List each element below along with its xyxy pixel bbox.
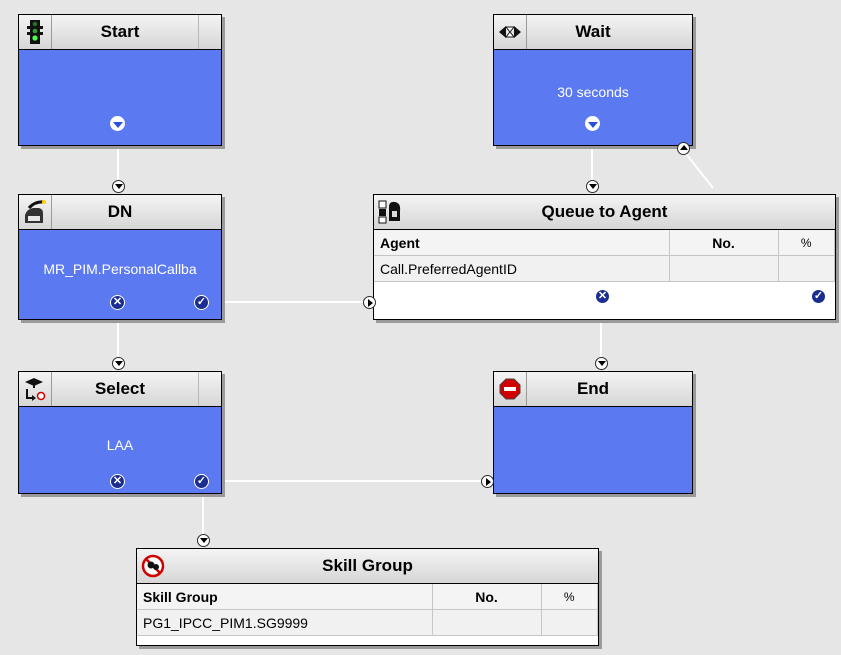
skill-group-cell[interactable]: PG1_IPCC_PIM1.SG9999 (137, 609, 433, 636)
dn-node[interactable]: DN MR_PIM.PersonalCallba ✕ ✓ (18, 194, 222, 320)
select-failure-port[interactable]: ✕ (110, 474, 125, 489)
select-body: LAA (19, 407, 221, 493)
stop-sign-icon (494, 372, 527, 406)
end-input-port[interactable] (595, 357, 608, 370)
telephone-icon (19, 195, 52, 229)
select-title: Select (94, 379, 146, 398)
queue-to-agent-title: Queue to Agent (541, 202, 668, 221)
hourglass-icon (494, 15, 527, 49)
select-node[interactable]: Select LAA ✕ ✓ (18, 371, 222, 494)
dn-success-port[interactable]: ✓ (194, 295, 209, 310)
skill-group-node[interactable]: Skill Group Skill Group No. % PG1_IPCC_P… (136, 548, 599, 646)
queue-input-port[interactable] (586, 180, 599, 193)
no-cell[interactable] (669, 255, 779, 282)
dn-failure-port[interactable]: ✕ (110, 295, 125, 310)
skill-group-title: Skill Group (322, 556, 413, 575)
end-title: End (576, 379, 610, 398)
no-cell[interactable] (432, 609, 542, 636)
column-header-no: No. (669, 230, 779, 256)
skill-group-input-port[interactable] (197, 534, 210, 547)
end-node[interactable]: End (493, 371, 693, 494)
select-value: LAA (106, 437, 134, 453)
start-title: Start (100, 22, 140, 41)
start-node[interactable]: Start (18, 14, 222, 146)
queue-success-port[interactable]: ✓ (811, 289, 826, 304)
table-row[interactable]: PG1_IPCC_PIM1.SG9999 (137, 609, 598, 636)
column-header-percent: % (541, 584, 598, 610)
table-header-row: Agent No. % (374, 230, 835, 256)
select-success-port[interactable]: ✓ (194, 474, 209, 489)
wait-body: 30 seconds (494, 50, 692, 145)
wait-node[interactable]: Wait 30 seconds (493, 14, 693, 146)
table-row[interactable]: Call.PreferredAgentID (374, 255, 835, 282)
start-output-port[interactable] (110, 116, 125, 131)
start-body (19, 50, 221, 145)
skill-group-icon (137, 549, 169, 583)
dn-body: MR_PIM.PersonalCallba (19, 230, 221, 319)
column-header-agent: Agent (374, 230, 670, 256)
column-header-no: No. (432, 584, 542, 610)
percent-cell[interactable] (778, 255, 835, 282)
queue-agent-icon (374, 195, 406, 229)
queue-to-agent-node[interactable]: Queue to Agent Agent No. % Call.Preferre… (373, 194, 836, 320)
dn-value: MR_PIM.PersonalCallba (43, 261, 197, 277)
dn-title: DN (107, 202, 133, 221)
end-body (494, 407, 692, 493)
column-header-percent: % (778, 230, 835, 256)
select-input-port[interactable] (112, 357, 125, 370)
wait-input-port[interactable] (677, 142, 690, 155)
agent-cell[interactable]: Call.PreferredAgentID (374, 255, 670, 282)
wait-output-port[interactable] (585, 116, 600, 131)
wait-title: Wait (575, 22, 611, 41)
traffic-light-icon (19, 15, 52, 49)
end-side-input-port[interactable] (481, 475, 494, 488)
wait-value: 30 seconds (557, 84, 629, 100)
queue-side-input-port[interactable] (363, 296, 376, 309)
select-tree-icon (19, 372, 52, 406)
queue-agent-table: Agent No. % Call.PreferredAgentID (374, 230, 835, 282)
queue-failure-port[interactable]: ✕ (595, 289, 610, 304)
table-header-row: Skill Group No. % (137, 584, 598, 610)
percent-cell[interactable] (541, 609, 598, 636)
dn-input-port[interactable] (112, 180, 125, 193)
skill-group-table: Skill Group No. % PG1_IPCC_PIM1.SG9999 (137, 584, 598, 636)
column-header-skill-group: Skill Group (137, 584, 433, 610)
